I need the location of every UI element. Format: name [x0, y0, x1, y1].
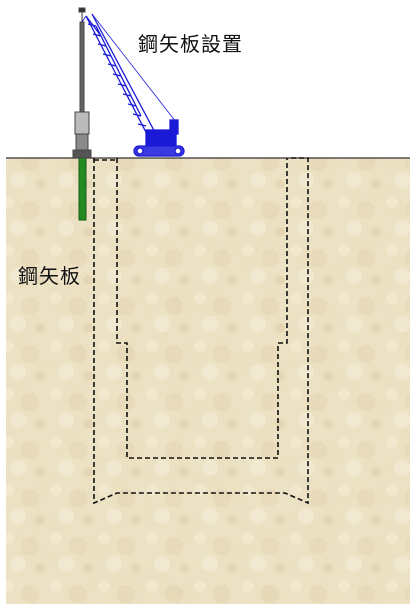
crawler-crane-icon [81, 13, 185, 157]
outer-excavation-line [93, 157, 309, 505]
diagram-title: 鋼矢板設置 [138, 32, 243, 56]
sheet-pile [78, 157, 87, 221]
inner-excavation-line [116, 158, 288, 459]
sheet-pile-label: 鋼矢板 [18, 264, 81, 288]
excavation-outline [93, 157, 309, 505]
pile-driver-icon [72, 7, 92, 159]
soil-texture [6, 158, 410, 604]
